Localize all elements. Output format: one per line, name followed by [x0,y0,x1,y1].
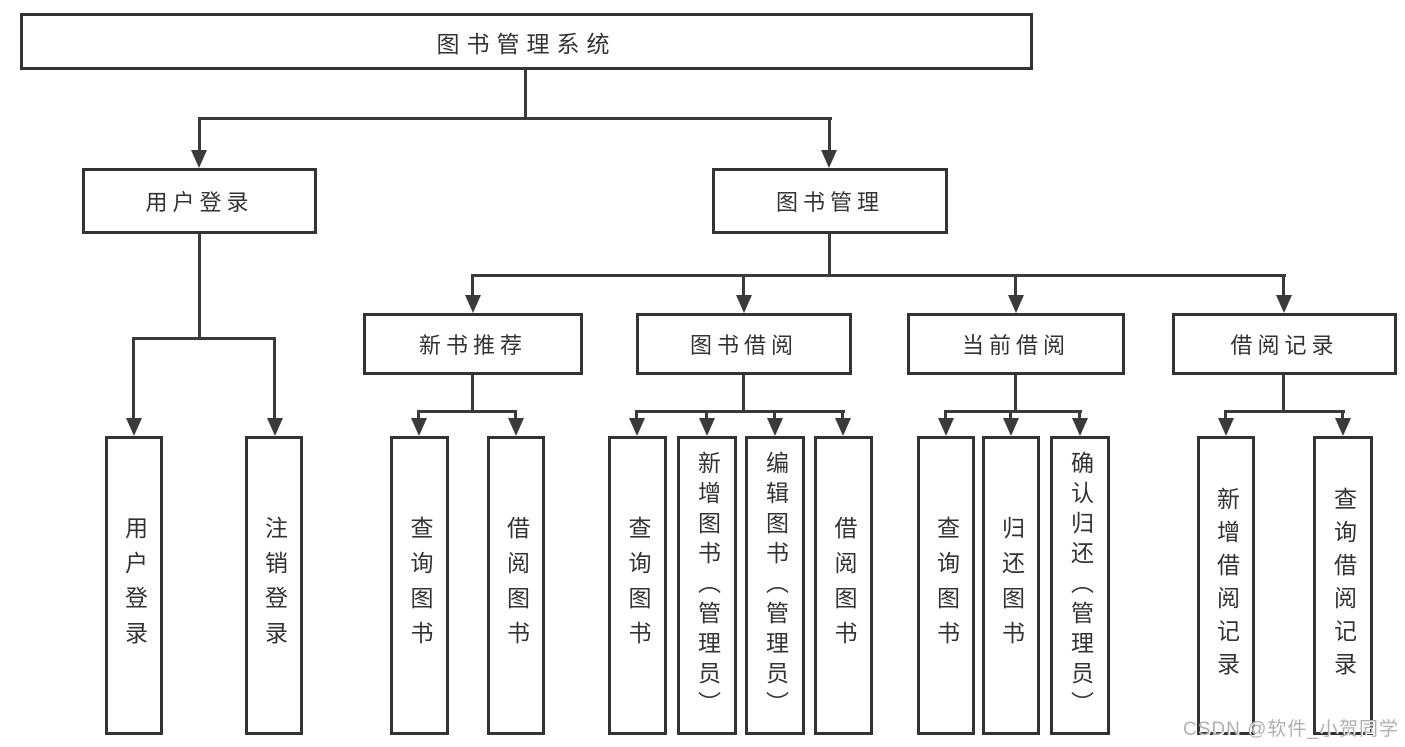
arrow-down-icon [411,418,427,436]
leaf-borrow-book-1: 借阅图书 [487,436,545,735]
connector-hline [635,410,845,413]
leaf-add-book-admin: 新增图书（管理员） [677,436,737,735]
arrow-down-icon [267,418,283,436]
node-book-mgmt: 图书管理 [712,168,948,234]
arrow-down-icon [1276,295,1292,313]
connector-vline [828,117,831,150]
arrow-down-icon [508,418,524,436]
leaf-query-borrow-record: 查询借阅记录 [1313,436,1373,735]
node-label: 图书管理系统 [436,30,617,57]
connector-vline [635,410,638,418]
node-user-login: 用户登录 [82,168,317,234]
leaf-borrow-book-2: 借阅图书 [814,436,873,735]
connector-vline [417,410,420,418]
connector-hline [132,337,276,340]
arrow-down-icon [191,150,207,168]
connector-hline [1224,410,1345,413]
node-label: 编辑图书（管理员） [762,450,789,721]
connector-vline [273,337,276,418]
leaf-query-book-3: 查询图书 [917,436,975,735]
arrow-down-icon [736,295,752,313]
arrow-down-icon [1008,295,1024,313]
connector-vline [1014,274,1017,295]
connector-vline [514,410,517,418]
connector-vline [841,410,844,418]
arrow-down-icon [767,418,783,436]
node-label: 借阅图书 [503,515,530,656]
arrow-down-icon [1072,418,1088,436]
node-label: 查询借阅记录 [1330,486,1357,685]
connector-vline [1014,375,1017,410]
connector-vline [705,410,708,418]
arrow-down-icon [1218,418,1234,436]
node-new-book-recommend: 新书推荐 [363,313,583,375]
leaf-add-borrow-record: 新增借阅记录 [1197,436,1255,735]
connector-vline [524,70,527,117]
node-label: 用户登录 [121,515,148,656]
connector-hline [417,410,517,413]
node-label: 新书推荐 [418,333,527,358]
watermark: CSDN @软件_小贺同学 [1183,719,1399,740]
leaf-edit-book-admin: 编辑图书（管理员） [745,436,805,735]
connector-vline [1282,274,1285,295]
node-label: 借阅图书 [831,515,857,656]
connector-vline [1078,410,1081,418]
arrow-down-icon [126,418,142,436]
node-label: 确认归还（管理员） [1067,450,1094,721]
connector-vline [198,117,201,150]
leaf-return-book: 归还图书 [982,436,1040,735]
leaf-user-login: 用户登录 [105,436,163,735]
node-borrow-record: 借阅记录 [1172,313,1397,375]
node-label: 归还图书 [998,515,1025,656]
arrow-down-icon [1003,418,1019,436]
node-label: 用户登录 [145,190,254,215]
connector-hline [198,117,832,120]
node-book-borrow: 图书借阅 [636,313,852,375]
connector-vline [742,375,745,410]
node-label: 图书管理 [775,190,884,215]
connector-hline [471,274,1286,277]
arrow-down-icon [1335,418,1351,436]
node-label: 当前借阅 [961,333,1070,358]
connector-vline [132,337,135,418]
arrow-down-icon [465,295,481,313]
arrow-down-icon [835,418,851,436]
connector-vline [198,234,201,337]
leaf-query-book-1: 查询图书 [390,436,449,735]
node-root: 图书管理系统 [20,13,1033,70]
node-label: 查询图书 [933,515,960,656]
connector-vline [742,274,745,295]
arrow-down-icon [821,150,837,168]
connector-vline [944,410,947,418]
arrow-down-icon [699,418,715,436]
connector-vline [1224,410,1227,418]
node-label: 借阅记录 [1230,333,1339,358]
connector-vline [1341,410,1344,418]
node-label: 图书借阅 [689,333,798,358]
leaf-query-book-2: 查询图书 [608,436,667,735]
node-label: 新增借阅记录 [1213,486,1240,685]
connector-vline [471,274,474,295]
node-label: 新增图书（管理员） [694,450,721,721]
node-label: 注销登录 [261,515,288,656]
connector-vline [471,375,474,410]
connector-hline [944,410,1082,413]
arrow-down-icon [629,418,645,436]
connector-vline [1009,410,1012,418]
arrow-down-icon [938,418,954,436]
connector-vline [773,410,776,418]
node-current-borrow: 当前借阅 [907,313,1125,375]
leaf-logout: 注销登录 [245,436,303,735]
leaf-confirm-return-admin: 确认归还（管理员） [1050,436,1110,735]
connector-vline [828,234,831,274]
node-label: 查询图书 [407,515,433,656]
node-label: 查询图书 [625,515,651,656]
connector-vline [1282,375,1285,410]
